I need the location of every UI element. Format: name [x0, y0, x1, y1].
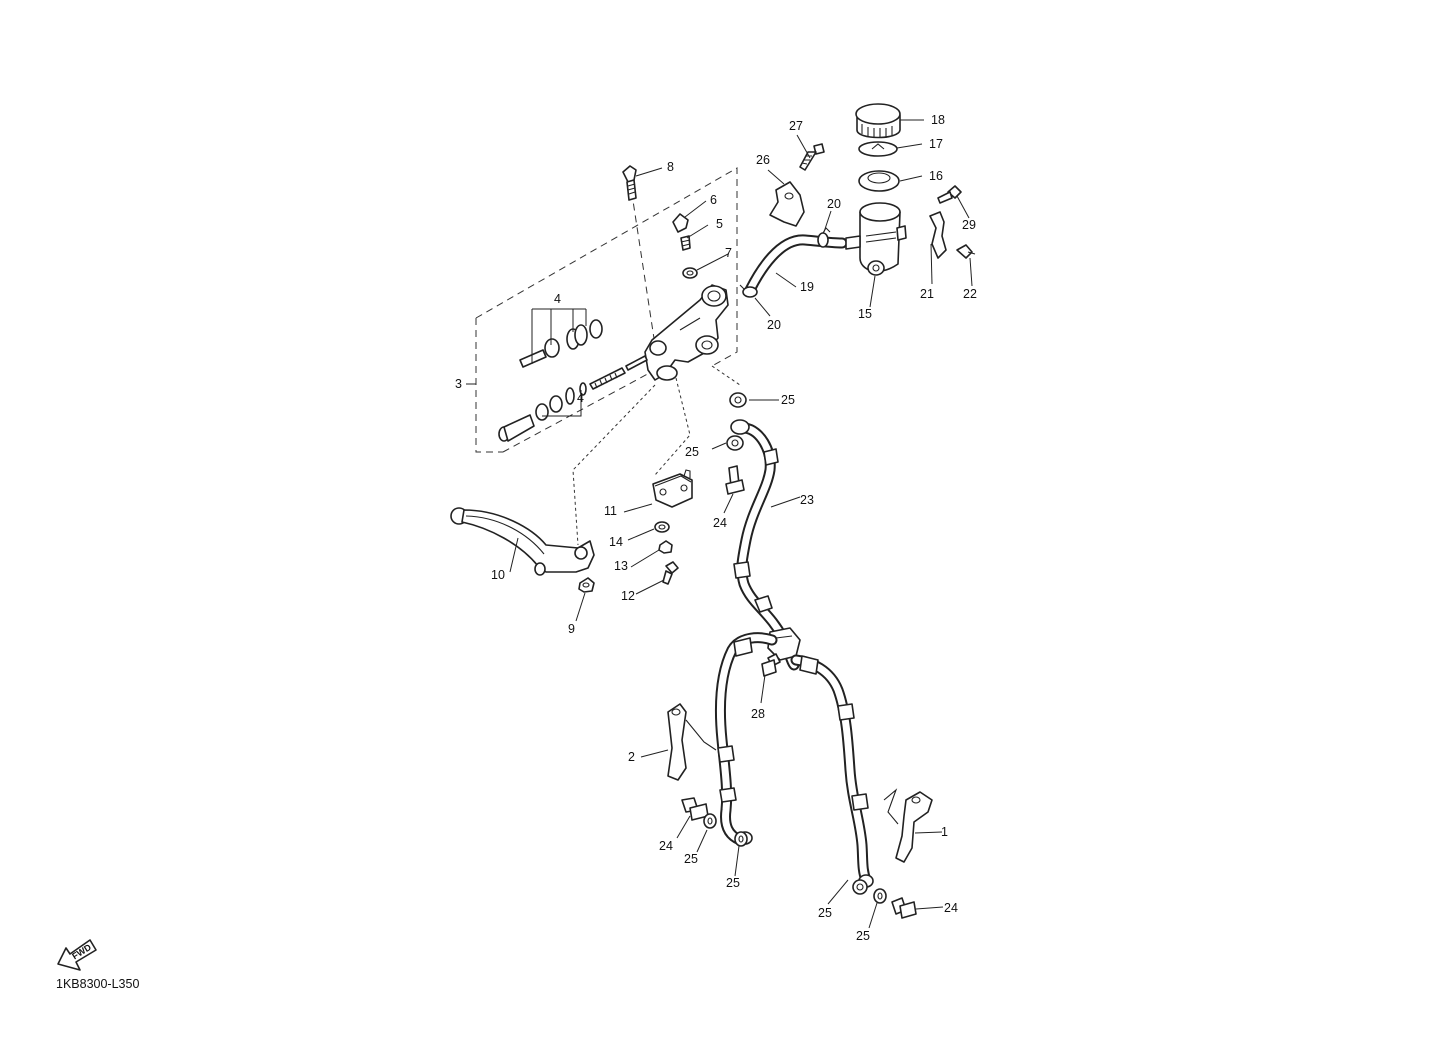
- brake-switch-11: [652, 469, 693, 508]
- callout-25-b: 25: [685, 445, 699, 459]
- bolt-27: [799, 143, 825, 171]
- callout-24-top: 24: [713, 516, 727, 530]
- callout-12: 12: [621, 589, 635, 603]
- union-bolt-24-left: [681, 797, 709, 821]
- washer-14: [654, 521, 670, 533]
- callout-28: 28: [751, 707, 765, 721]
- washer-25-f: [873, 888, 887, 904]
- washer-25-e: [852, 879, 868, 895]
- washer-25-d: [734, 831, 748, 847]
- diaphragm-17: [858, 141, 898, 157]
- reservoir-holder-26: [769, 181, 805, 227]
- hose-clamp-20-upper: [817, 227, 831, 248]
- screw-12: [662, 561, 679, 585]
- master-cylinder-body: [644, 284, 729, 381]
- callout-27: 27: [789, 119, 803, 133]
- reservoir-15: [845, 202, 907, 276]
- nut-9: [578, 577, 595, 593]
- callout-13: 13: [614, 559, 628, 573]
- callout-4-lower: 4: [577, 391, 584, 405]
- callout-4-upper: 4: [554, 292, 561, 306]
- washer-25-c: [703, 813, 717, 829]
- callout-25-f: 25: [856, 929, 870, 943]
- callout-25-c: 25: [684, 852, 698, 866]
- callout-22: 22: [963, 287, 977, 301]
- reservoir-hose-19: [744, 234, 848, 296]
- callout-2: 2: [628, 750, 635, 764]
- callout-20-lower: 20: [767, 318, 781, 332]
- callout-14: 14: [609, 535, 623, 549]
- callout-10: 10: [491, 568, 505, 582]
- bolt-29: [937, 185, 962, 204]
- callout-18: 18: [931, 113, 945, 127]
- bleed-screw-set: [672, 213, 698, 279]
- bolt-8: [622, 165, 637, 201]
- callout-19: 19: [800, 280, 814, 294]
- callout-24-left: 24: [659, 839, 673, 853]
- callout-7: 7: [725, 246, 732, 260]
- brake-hose-right-branch: [790, 654, 874, 888]
- callout-6: 6: [710, 193, 717, 207]
- hose-guide-2: [667, 703, 717, 781]
- callout-24-right: 24: [944, 901, 958, 915]
- washer-25-b: [726, 435, 744, 451]
- callout-25-a: 25: [781, 393, 795, 407]
- callout-17: 17: [929, 137, 943, 151]
- forward-arrow-icon: FWD: [57, 939, 97, 971]
- callout-15: 15: [858, 307, 872, 321]
- master-cylinder-assembly-boundary: [475, 167, 741, 546]
- leader-lines: [466, 119, 973, 929]
- callout-16: 16: [929, 169, 943, 183]
- bracket-21: [929, 211, 947, 259]
- callout-labels: 1 2 3 4 4 5 6 7 8 9 10 11 12 13 14 15 16…: [455, 113, 977, 943]
- callout-25-e: 25: [818, 906, 832, 920]
- screw-22: [956, 244, 976, 259]
- callout-20-upper: 20: [827, 197, 841, 211]
- callout-8: 8: [667, 160, 674, 174]
- callout-23: 23: [800, 493, 814, 507]
- callout-21: 21: [920, 287, 934, 301]
- piston-kit-upper: [519, 319, 603, 368]
- piston-kit-lower: [498, 355, 648, 442]
- union-bolt-24-top: [725, 465, 745, 495]
- brake-lever-10: [450, 507, 595, 576]
- callout-9: 9: [568, 622, 575, 636]
- nut-13: [658, 540, 673, 554]
- washer-25-a: [729, 392, 747, 408]
- callout-3: 3: [455, 377, 462, 391]
- callout-25-d: 25: [726, 876, 740, 890]
- diagram-code: 1KB8300-L350: [56, 977, 139, 991]
- union-bolt-24-right: [891, 897, 917, 919]
- hose-guide-1: [883, 788, 933, 863]
- callout-1: 1: [941, 825, 948, 839]
- callout-29: 29: [962, 218, 976, 232]
- brake-hose-23: [730, 419, 800, 671]
- bolt-28: [761, 653, 781, 677]
- diaphragm-holder-16: [858, 170, 900, 192]
- hose-clamp-20-lower: [739, 284, 758, 298]
- callout-5: 5: [716, 217, 723, 231]
- reservoir-cap-18: [855, 103, 901, 139]
- callout-11: 11: [604, 504, 617, 518]
- callout-26: 26: [756, 153, 770, 167]
